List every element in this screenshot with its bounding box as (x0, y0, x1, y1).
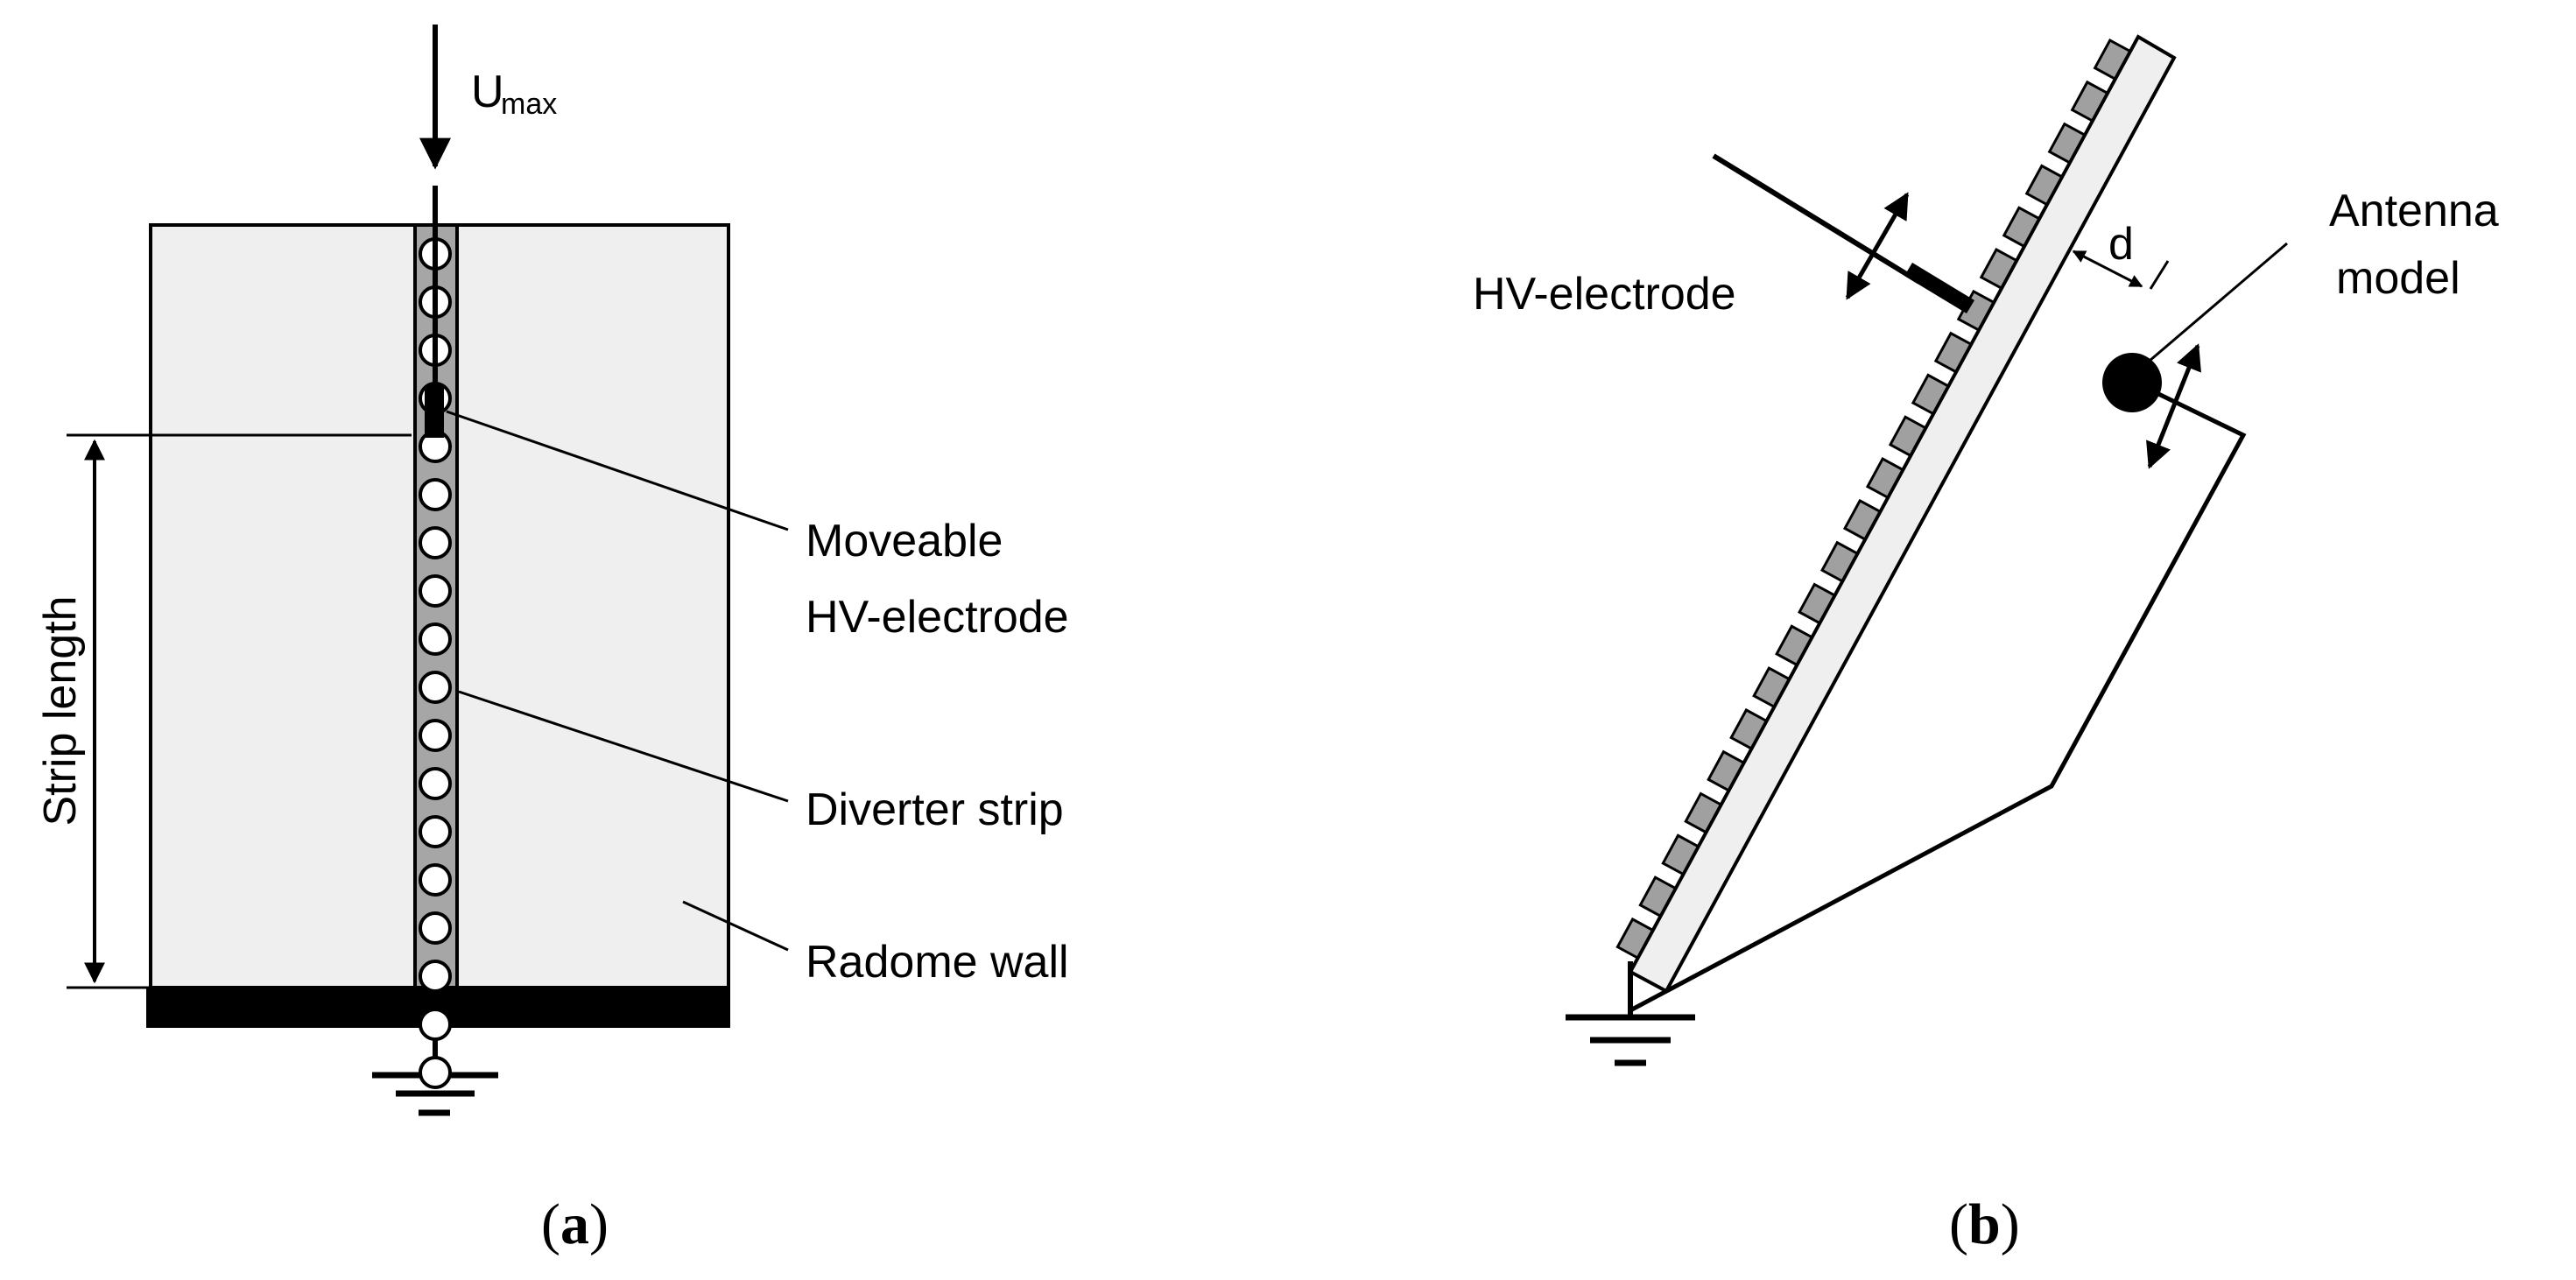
hv-move-arrow (1845, 192, 1910, 300)
strip-segment (419, 671, 452, 704)
tilted-radome-plate (1628, 34, 2177, 994)
moveable-label-line1: Moveable (806, 516, 1003, 566)
strip-segment (419, 574, 452, 608)
diverter-label: Diverter strip (806, 784, 1064, 835)
strip-segment (419, 911, 452, 945)
tilted-segment (1911, 373, 1950, 416)
caption-a: (a) (541, 1192, 609, 1256)
tilted-segment (1888, 415, 1927, 458)
tilted-segment (2024, 164, 2064, 207)
distance-arrow (2072, 250, 2143, 288)
distance-tick (2149, 260, 2170, 290)
tilted-segment (2047, 122, 2087, 165)
umax-label: U (471, 67, 504, 117)
return-path (1629, 387, 2247, 1013)
umax-subscript: max (501, 88, 557, 121)
tilted-segment (1684, 791, 1723, 834)
ground-symbol-b (1566, 1014, 1695, 1066)
moveable-label-line2: HV-electrode (806, 592, 1069, 643)
hv-electrode-b (1904, 263, 1974, 313)
strip-segment (419, 863, 452, 897)
hv-electrode-a (425, 385, 444, 438)
tilted-segment (1661, 833, 1700, 876)
strip-segment (419, 526, 452, 559)
tilted-segment (1775, 624, 1814, 667)
tilted-segment (1729, 707, 1769, 750)
tilted-segment (1615, 917, 1655, 960)
strip-segment (419, 767, 452, 800)
distance-label: d (2108, 219, 2134, 270)
hv-label-b: HV-electrode (1473, 269, 1736, 320)
strip-segment (419, 478, 452, 511)
moveable-leader (446, 410, 789, 531)
antenna-sphere (2102, 353, 2162, 412)
strip-segment (419, 960, 452, 993)
panel-b: HV-electrode d Antenna model (b) (1473, 34, 2499, 1256)
diverter-leader (458, 690, 789, 803)
antenna-label-line2: model (2336, 253, 2460, 304)
strip-segment (419, 719, 452, 752)
tilted-segment (1707, 749, 1746, 792)
antenna-leader (2149, 242, 2288, 362)
antenna-label-line1: Antenna (2329, 186, 2499, 236)
tilted-segment (2002, 206, 2041, 249)
strip-length-label: Strip length (35, 595, 86, 826)
panel-a: U max Strip length Moveable HV-electrode… (35, 25, 1069, 1256)
radome-leader (682, 900, 789, 952)
strip-segment (419, 622, 452, 656)
tilted-segment (2093, 38, 2132, 81)
strip-segment (419, 815, 452, 848)
tilted-segment (1933, 331, 1973, 374)
tilted-segment (2070, 80, 2109, 123)
tilted-segments (1615, 38, 2132, 960)
strip-segment (419, 1056, 452, 1089)
tilted-segment (1865, 457, 1905, 500)
tilted-segment (1979, 248, 2018, 291)
hv-wire-b (1712, 153, 1921, 285)
caption-b: (b) (1949, 1192, 2020, 1256)
tilted-segment (1752, 666, 1791, 709)
tilted-segment (1798, 582, 1837, 625)
tilted-segment (1638, 876, 1678, 918)
strip-segment (419, 1008, 452, 1041)
antenna-move-arrow (2146, 343, 2201, 469)
tilted-segment (1820, 540, 1860, 583)
tilted-segment (1842, 498, 1883, 541)
radome-label: Radome wall (806, 937, 1069, 988)
